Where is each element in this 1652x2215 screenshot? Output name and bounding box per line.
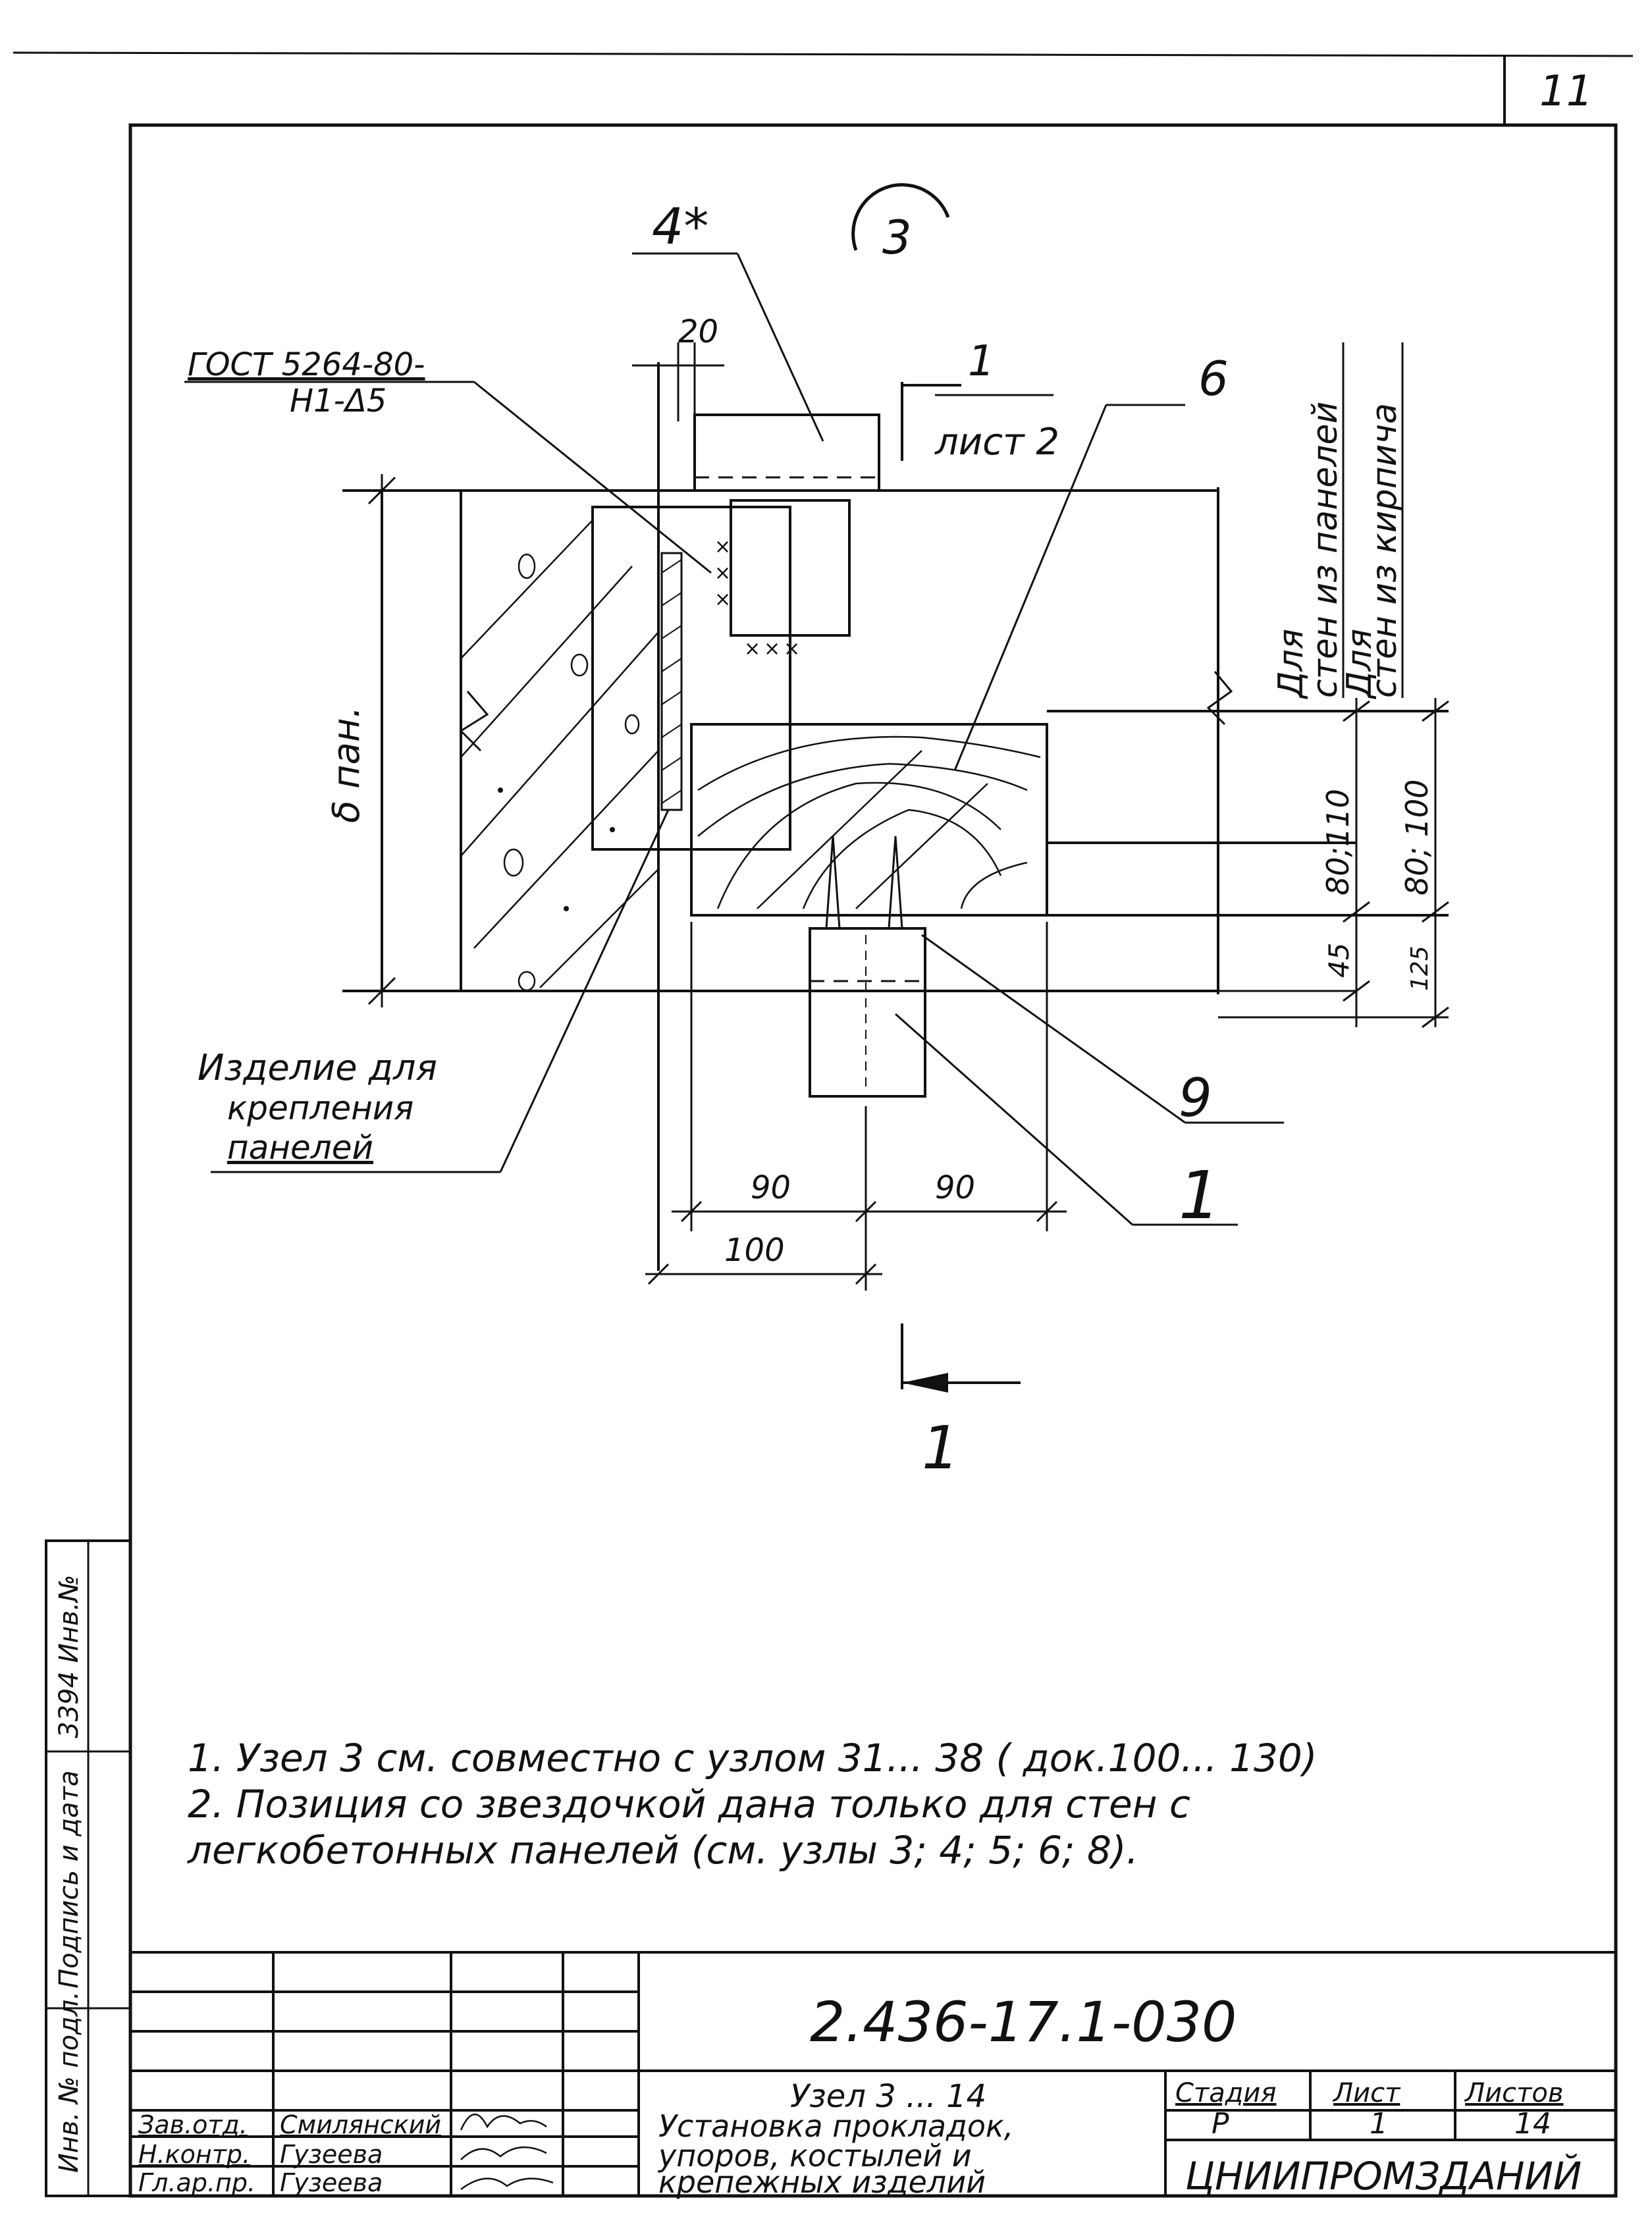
dim-20: 20 (678, 313, 718, 350)
svg-text:×: × (764, 637, 780, 660)
staff-name-2: Гузеева (280, 2140, 383, 2169)
break-mark-right (1206, 671, 1233, 726)
dim-100: 100 (724, 1232, 785, 1269)
title-block (130, 1951, 1616, 2196)
dim-90-right: 90 (935, 1169, 975, 1206)
sheet-value: 1 (1370, 2107, 1388, 2141)
note-line-1: 1. Узел 3 см. совместно с узлом 31... 38… (188, 1736, 1317, 1780)
svg-text:×: × (714, 535, 731, 558)
dim-90-left: 90 (751, 1169, 791, 1206)
concrete-panel-hatch (460, 520, 659, 992)
callout-4star: 4* (652, 197, 708, 255)
dim-panel-2: 45 (1323, 943, 1355, 978)
signature-date-label: Подпись и дата (54, 1771, 84, 1988)
break-mark-left (459, 691, 489, 752)
leader-lines (184, 252, 1284, 1226)
staff-name-3: Гузеева (280, 2168, 383, 2197)
left-binding-strip: Инв. № подл. Подпись и дата 3394 Инв.№ (45, 1539, 132, 2197)
bottom-lug (809, 927, 926, 1098)
signatures (460, 2113, 554, 2191)
product-line1: Изделие для (198, 1047, 437, 1088)
title-line-2: Установка прокладок, (658, 2108, 1013, 2144)
block-4star (693, 414, 880, 492)
callout-6: 6 (1198, 351, 1229, 406)
sheet-header: Лист (1332, 2078, 1401, 2108)
dim-panel-1: 80;110 (1320, 789, 1356, 895)
dimension-lines (367, 342, 1449, 1291)
note-line-2: 2. Позиция со звездочкой дана только для… (188, 1782, 1190, 1827)
dim-brick-1: 80; 100 (1399, 780, 1435, 895)
svg-text:×: × (784, 637, 800, 660)
section-bottom-number: 1 (922, 1414, 959, 1483)
dim-brick-2: 125 (1406, 946, 1433, 991)
wood-grain (697, 735, 1041, 909)
side-panels-2: стен из панелей (1306, 402, 1345, 698)
page-number: 11 (1539, 67, 1593, 116)
sheets-header: Листов (1464, 2078, 1563, 2108)
stage-header: Стадия (1175, 2078, 1276, 2108)
note-line-3: легкобетонных панелей (см. узлы 3; 4; 5;… (187, 1828, 1138, 1873)
doc-code: 2.436-17.1-030 (810, 1990, 1237, 2054)
side-brick-2: стен из кирпича (1365, 403, 1404, 698)
weld-marks: ××× ××× (714, 535, 800, 660)
title-line-1: Узел 3 ... 14 (790, 2078, 986, 2115)
section-top-sheet: лист 2 (934, 421, 1059, 464)
staff-role-1: Зав.отд. (138, 2110, 248, 2139)
node-label: 3 (882, 211, 912, 265)
organization: ЦНИИПРОМЗДАНИЙ (1185, 2153, 1582, 2199)
wall-outline (342, 362, 1449, 1271)
product-line3: панелей (227, 1129, 373, 1167)
section-marker-top (901, 382, 961, 461)
dim-b-pan: δ пан. (325, 707, 368, 823)
timber-gasket (690, 723, 1048, 917)
rib-block (730, 499, 851, 637)
inv-value: 3394 Инв.№ (54, 1575, 84, 1738)
section-marker-bottom (901, 1323, 1021, 1393)
gost-line1: ГОСТ 5264-80- (188, 346, 425, 383)
drawing-frame (128, 123, 1618, 2198)
side-panels-1: Для (1271, 629, 1311, 699)
title-line-3: упоров, костылей и (657, 2138, 972, 2174)
gost-line2: Н1-Δ5 (290, 383, 386, 419)
callout-9: 9 (1179, 1067, 1212, 1129)
title-line-4: крепежных изделий (658, 2164, 986, 2200)
callout-1: 1 (1179, 1157, 1221, 1234)
sheets-value: 14 (1514, 2107, 1551, 2141)
sheet-top-edge (13, 51, 1634, 57)
section-top-number: 1 (968, 337, 995, 386)
side-brick-1: Для (1340, 629, 1379, 699)
node-marker: 3 (851, 183, 950, 265)
stage-value: Р (1212, 2107, 1229, 2141)
staff-role-3: Гл.ар.пр. (138, 2168, 255, 2197)
staff-name-1: Смилянский (280, 2110, 441, 2139)
staff-role-2: Н.контр. (138, 2140, 250, 2169)
spikes (825, 836, 903, 929)
svg-text:×: × (714, 588, 731, 611)
inv-no-label: Инв. № подл. (54, 1991, 84, 2173)
steel-strip (660, 552, 683, 811)
svg-text:×: × (714, 562, 731, 585)
svg-text:×: × (744, 637, 760, 660)
product-line2: крепления (227, 1089, 413, 1127)
